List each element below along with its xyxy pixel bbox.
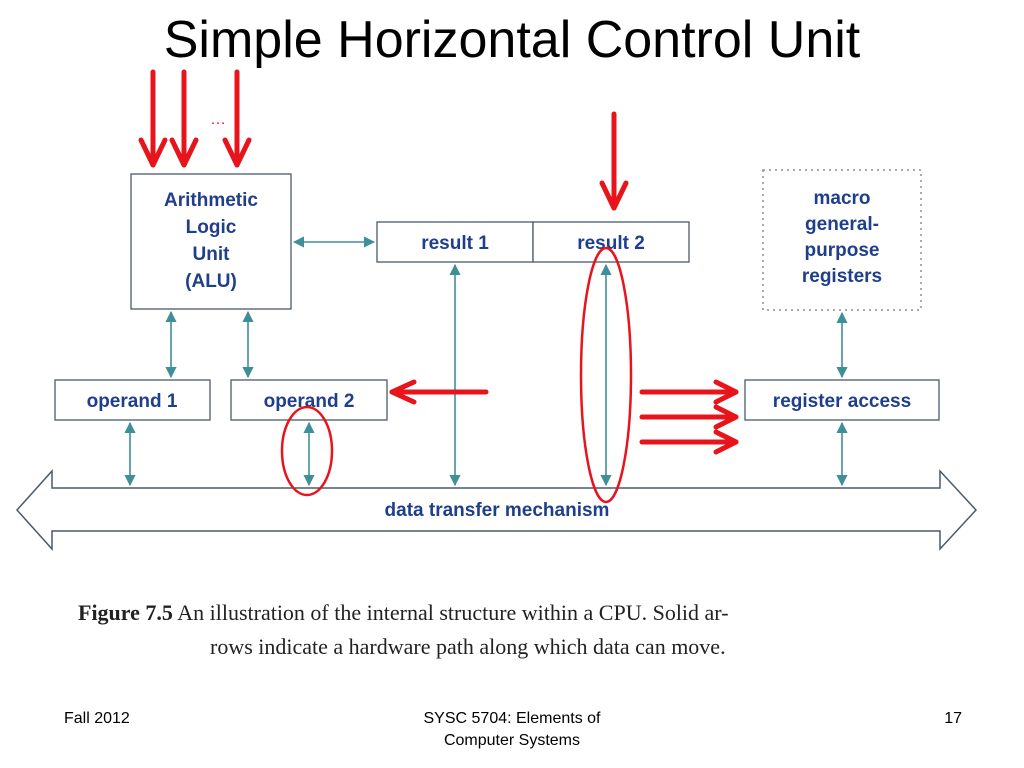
footer-course-line-1: SYSC 5704: Elements of <box>423 710 601 727</box>
bus-arrow <box>15 469 978 551</box>
control-arrow-register-access-3 <box>639 429 739 455</box>
control-arrow-register-access-2 <box>639 404 739 430</box>
bus-label: data transfer mechanism <box>385 500 610 521</box>
result-2-label: result 2 <box>577 233 645 254</box>
operand-1-label: operand 1 <box>87 391 178 412</box>
caption-line-2: rows indicate a hardware path along whic… <box>210 634 726 659</box>
alu-line-2: Logic <box>186 217 237 238</box>
macro-registers-box <box>762 169 922 311</box>
highlight-operand2-path <box>280 405 334 497</box>
control-arrow-alu-2 <box>169 69 199 168</box>
alu-line-3: Unit <box>193 244 231 265</box>
slide-title: Simple Horizontal Control Unit <box>163 11 861 69</box>
alu-line-1: Arithmetic <box>164 190 258 211</box>
control-arrow-alu-3 <box>222 69 252 168</box>
result-1-label: result 1 <box>421 233 489 254</box>
cpu-structure-diagram: data transfer mechanism Arithmetic Logic… <box>15 69 978 551</box>
alu-box <box>130 173 292 310</box>
highlight-result2-path <box>579 246 633 504</box>
control-arrow-result-2 <box>599 111 629 211</box>
figure-label: Figure 7.5 <box>78 600 173 625</box>
operand-1-box <box>54 379 211 421</box>
footer-course: SYSC 5704: Elements of Computer Systems <box>362 708 662 752</box>
footer-course-line-2: Computer Systems <box>443 732 581 749</box>
footer-date: Fall 2012 <box>64 710 130 727</box>
macro-line-1: macro <box>813 188 870 209</box>
caption-line-1: An illustration of the internal structur… <box>177 600 729 625</box>
operand-2-box <box>230 379 388 421</box>
control-arrow-operand-2 <box>389 379 489 405</box>
operand-2-label: operand 2 <box>264 391 355 412</box>
macro-line-2: general- <box>805 214 879 235</box>
register-access-box <box>744 379 940 421</box>
macro-line-4: registers <box>802 266 882 287</box>
control-arrow-register-access-1 <box>639 379 739 405</box>
result-2-box <box>532 221 690 263</box>
figure-caption: Figure 7.5 An illustration of the intern… <box>78 596 928 664</box>
control-arrow-alu-1 <box>138 69 168 168</box>
alu-line-4: (ALU) <box>185 271 237 292</box>
macro-line-3: purpose <box>805 240 880 261</box>
control-ellipsis: … <box>210 111 226 128</box>
register-access-label: register access <box>773 391 911 412</box>
footer-page-number: 17 <box>944 710 962 727</box>
